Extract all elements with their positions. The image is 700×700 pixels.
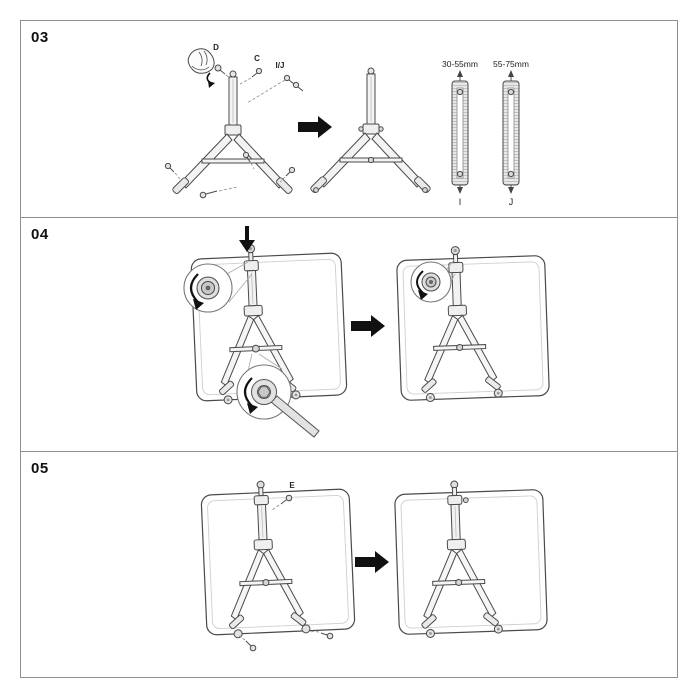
- bolt-icon: [257, 386, 271, 398]
- screw-icon: [308, 630, 334, 640]
- rotation-arrow-icon: [243, 377, 253, 407]
- step-04-illustration: [183, 226, 550, 438]
- screw-icon: [242, 151, 255, 170]
- step-number: 05: [31, 460, 49, 477]
- rotation-arrow-icon: [189, 273, 199, 303]
- tv-stand-left-figure: E: [200, 480, 356, 652]
- spacer-rail-i-figure: 30-55mm I: [442, 59, 478, 207]
- step-arrow-icon: [355, 551, 389, 573]
- rail-j-letter: J: [509, 197, 514, 207]
- rail-i-letter: I: [459, 197, 462, 207]
- zoom-detail-knob: [183, 261, 253, 313]
- part-e-label: E: [289, 481, 295, 490]
- rail-j-dimension-label: 55-75mm: [493, 59, 529, 69]
- tv-panel-back: [394, 489, 548, 635]
- part-d-label: D: [213, 43, 219, 52]
- screw-c-icon: [251, 67, 263, 78]
- tv-stand-left-figure: [183, 226, 348, 438]
- step-05-illustration: E: [200, 480, 548, 652]
- step-arrow-icon: [351, 315, 385, 337]
- tv-panel-back: [200, 488, 356, 636]
- screw-icon: [238, 635, 257, 652]
- rotation-arrow-icon: [416, 270, 424, 294]
- step-number: 04: [31, 226, 49, 243]
- step-number: 03: [31, 29, 49, 46]
- screw-icon: [164, 162, 181, 180]
- tv-stand-right-figure: [396, 246, 550, 403]
- screw-icon: [271, 494, 293, 511]
- zoom-detail-knob: [410, 259, 456, 303]
- hand-icon: [187, 48, 215, 74]
- zoom-detail-wrench: [236, 353, 320, 438]
- spacer-rail-j-figure: 55-75mm J: [493, 59, 529, 207]
- dimension-arrow-down-icon: [457, 187, 463, 194]
- part-ij-label: I/J: [276, 61, 285, 70]
- step-arrow-icon: [298, 116, 332, 138]
- dimension-arrow-up-icon: [457, 70, 463, 77]
- screw-icon: [199, 186, 238, 199]
- screw-ij-icon: [283, 74, 304, 92]
- part-c-label: C: [254, 54, 260, 63]
- instruction-sheet: 03 D: [20, 20, 678, 678]
- step-panel-04: 04: [21, 217, 677, 451]
- step-panel-05: 05: [21, 451, 677, 677]
- exploded-stand-figure: D C I/J: [164, 43, 304, 199]
- tv-stand-right-figure: [394, 480, 548, 638]
- assembled-stand-figure: [310, 67, 431, 193]
- push-down-arrow-icon: [239, 226, 255, 252]
- screw-icon: [279, 166, 296, 183]
- step-03-illustration: D C I/J: [164, 43, 529, 207]
- dimension-arrow-up-icon: [508, 70, 514, 77]
- dimension-arrow-down-icon: [508, 187, 514, 194]
- step-panel-03: 03 D: [21, 21, 677, 217]
- rail-i-dimension-label: 30-55mm: [442, 59, 478, 69]
